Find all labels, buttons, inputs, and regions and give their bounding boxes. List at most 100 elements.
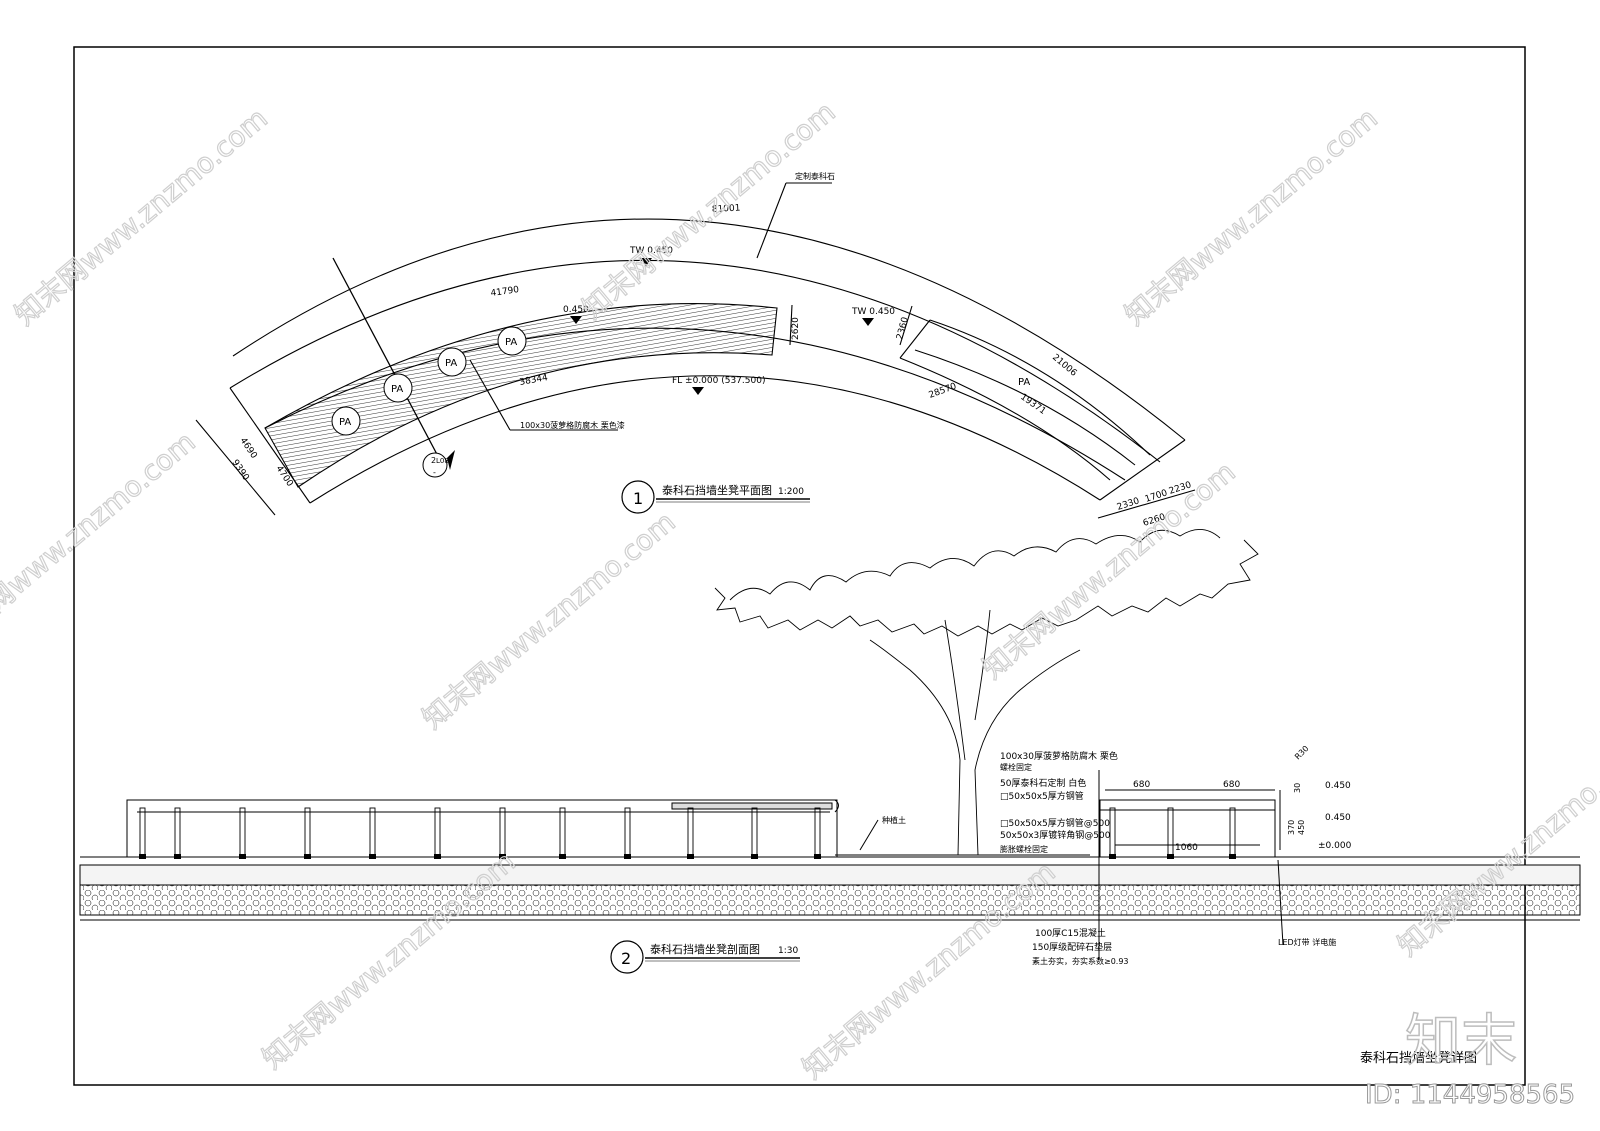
watermark-9: 知末网www.znzmo.com (1391, 732, 1600, 962)
plan-leader-stone (756, 182, 787, 259)
watermark-2: 知末网www.znzmo.com (576, 95, 841, 325)
tree-branch-mid (944, 609, 991, 761)
section-detail-wall (1099, 799, 1276, 858)
plan-dim-left (195, 419, 276, 516)
section-post-foot (1109, 854, 1116, 859)
section-post (687, 807, 694, 858)
pa-circle-3 (437, 347, 467, 377)
plan-planter-right-2 (914, 349, 1136, 466)
tw-left-marker (640, 258, 652, 266)
section-post-foot (174, 854, 181, 859)
section-level-zero: ±0.000 (1318, 841, 1352, 851)
section-dim-1060: 1060 (1175, 843, 1198, 853)
section-tag-top: 2 (431, 456, 436, 465)
watermark-id: ID: 1144958565 (1365, 1080, 1575, 1110)
watermark-1: 知末网www.znzmo.com (8, 102, 273, 332)
plan-label-custom-stone: 定制泰科石 (795, 171, 835, 181)
tree-canopy-top (729, 529, 1221, 601)
section-note-concrete: 100厚C15混凝土 (1035, 927, 1106, 939)
section-post-foot (139, 854, 146, 859)
section-long-wall-cap (127, 799, 839, 813)
plan-leader-wood (469, 359, 511, 431)
section-dim-370: 370 (1287, 820, 1296, 835)
section-post (369, 807, 376, 858)
section-note-gravel: 150厚级配碎石垫层 (1032, 941, 1112, 953)
section-post-foot (1229, 854, 1236, 859)
section-radius: R30 (1293, 744, 1311, 762)
section-view (79, 770, 1581, 960)
section-post (1167, 807, 1174, 858)
plan-dim-2620 (789, 304, 793, 346)
plan-arc-inner-2 (309, 375, 1101, 504)
section-note-angle: 50x50x3厚镀锌角钢@500 (1000, 829, 1111, 841)
section-level-top: 0.450 (1325, 781, 1351, 791)
section-gravel-layer (79, 884, 1581, 916)
plan-planter-right (929, 319, 1151, 456)
section-leader-soil (859, 819, 879, 851)
plan-dim-right-b: 19371 (1018, 392, 1047, 417)
plan-dim-left-total: 9390 (230, 458, 251, 483)
plan-title-number: 1 (633, 489, 643, 508)
drawing-frame (73, 46, 1526, 1086)
section-title-scale: 1:30 (778, 946, 798, 956)
plan-title: 泰科石挡墙坐凳平面图 (662, 483, 772, 497)
section-post (559, 807, 566, 858)
plan-arc-outer-2 (229, 259, 1161, 463)
watermark-6: 知末网www.znzmo.com (976, 455, 1241, 685)
section-post (1109, 807, 1116, 858)
plan-dim-2360 (899, 305, 913, 346)
section-tag-arrow (447, 450, 455, 470)
plan-dim-outer-arc: 81001 (712, 204, 741, 215)
section-post-foot (814, 854, 821, 859)
section-post-foot (239, 854, 246, 859)
plan-dim-inner-bottom: 38344 (519, 373, 549, 388)
section-dim-450: 450 (1297, 820, 1306, 835)
plan-title-circle (621, 480, 655, 514)
section-title: 泰科石挡墙坐凳剖面图 (650, 942, 760, 956)
section-tag-bottom: - (433, 468, 436, 477)
plan-planter-right-3 (899, 357, 1111, 481)
plan-dim-inner-top: 41790 (490, 285, 520, 299)
plan-label-seat-level: 0.450 (563, 305, 589, 315)
plan-view (195, 182, 1196, 519)
section-post (139, 807, 146, 858)
seat-level-marker (570, 316, 582, 324)
plan-label-tw-right: TW 0.450 (851, 307, 895, 317)
section-post-foot (304, 854, 311, 859)
section-level-mid: 0.450 (1325, 813, 1351, 823)
pa-label-3: PA (445, 358, 457, 369)
plan-end-right (1099, 439, 1186, 501)
section-leader-led (1277, 859, 1284, 946)
plan-dim-end-1: 2330 (1116, 496, 1141, 513)
watermark-brand: 知末 (1405, 1009, 1517, 1074)
section-post-foot (434, 854, 441, 859)
watermarks: 知末网www.znzmo.com 知末网www.znzmo.com 知末网www… (0, 95, 1600, 1086)
section-post-foot (624, 854, 631, 859)
pa-label-1: PA (339, 417, 351, 428)
plan-hatched-seat (264, 303, 778, 488)
section-dim-680-a: 680 (1133, 780, 1150, 790)
plan-dim-end (1097, 489, 1196, 519)
section-post (434, 807, 441, 858)
section-posts (139, 807, 1236, 859)
plan-planter-edge (899, 319, 931, 359)
section-post-foot (369, 854, 376, 859)
plan-label-wood: 100x30菠萝格防腐木 栗色漆 (520, 420, 625, 430)
section-post (174, 807, 181, 858)
section-tag (422, 452, 448, 478)
section-note-bolt: 膨胀螺栓固定 (1000, 844, 1048, 854)
watermark-5: 知末网www.znzmo.com (416, 505, 681, 735)
plan-title-scale: 1:200 (778, 487, 804, 497)
tree-canopy (714, 539, 1259, 637)
plan-label-fl: FL ±0.000 (537.500) (672, 376, 765, 386)
section-note-tube-500: □50x50x5厚方钢管@500 (1000, 817, 1110, 829)
section-post (814, 807, 821, 858)
tree-trunk-left (869, 639, 961, 856)
section-planting-soil: 种植土 (882, 815, 906, 825)
pa-label-4: PA (505, 337, 517, 348)
sheet-title: 泰科石挡墙坐凳详图 (1360, 1050, 1477, 1066)
fl-marker (692, 387, 704, 395)
section-note-wood-2: 螺栓固定 (1000, 762, 1032, 772)
section-post (1229, 807, 1236, 858)
